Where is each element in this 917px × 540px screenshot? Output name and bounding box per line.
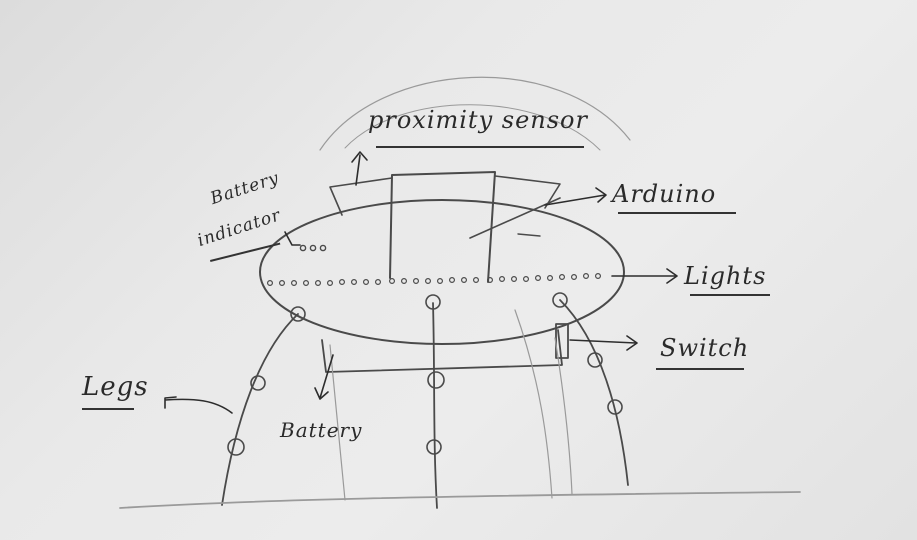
faint-arc-inner bbox=[344, 104, 601, 151]
arrow-switch bbox=[569, 335, 638, 351]
leg-left bbox=[221, 313, 299, 506]
ground-line bbox=[119, 491, 801, 509]
lights-row bbox=[267, 273, 601, 287]
label-proximity-sensor: proximity sensor bbox=[368, 106, 588, 134]
faint-leg-2 bbox=[514, 309, 553, 499]
underline-switch bbox=[656, 368, 744, 370]
sensor-wing-right bbox=[494, 175, 561, 209]
sensor-wing-left bbox=[329, 177, 393, 216]
label-arduino: Arduino bbox=[612, 180, 717, 208]
faint-leg-3 bbox=[554, 337, 573, 495]
arduino-mark bbox=[517, 233, 541, 237]
underline-arduino bbox=[618, 212, 736, 214]
label-switch: Switch bbox=[660, 334, 750, 362]
label-battery: Battery bbox=[280, 418, 363, 442]
leg-middle bbox=[432, 302, 438, 509]
battery-box bbox=[321, 329, 563, 373]
arrow-lights bbox=[611, 268, 678, 284]
arrow-arduino bbox=[544, 187, 607, 206]
faint-leg-1 bbox=[329, 344, 346, 501]
underline-lights bbox=[690, 294, 770, 296]
faint-arc-outer bbox=[319, 76, 631, 151]
leg-right-joints bbox=[552, 292, 623, 415]
leg-left-joints bbox=[227, 306, 306, 456]
arrow-proximity-sensor bbox=[351, 151, 368, 186]
arrow-legs bbox=[164, 396, 233, 414]
leg-middle-joints bbox=[425, 294, 445, 455]
battery-indicator-dots bbox=[299, 244, 327, 252]
arrow-battery-indicator bbox=[284, 231, 301, 246]
underline-proximity-sensor bbox=[376, 146, 584, 148]
underline-legs bbox=[82, 408, 134, 410]
body-ellipse bbox=[259, 199, 625, 345]
leg-right bbox=[559, 299, 629, 486]
arrow-battery bbox=[314, 354, 334, 400]
label-lights: Lights bbox=[684, 262, 767, 290]
label-legs: Legs bbox=[82, 372, 149, 402]
sensor-frame bbox=[389, 171, 496, 283]
